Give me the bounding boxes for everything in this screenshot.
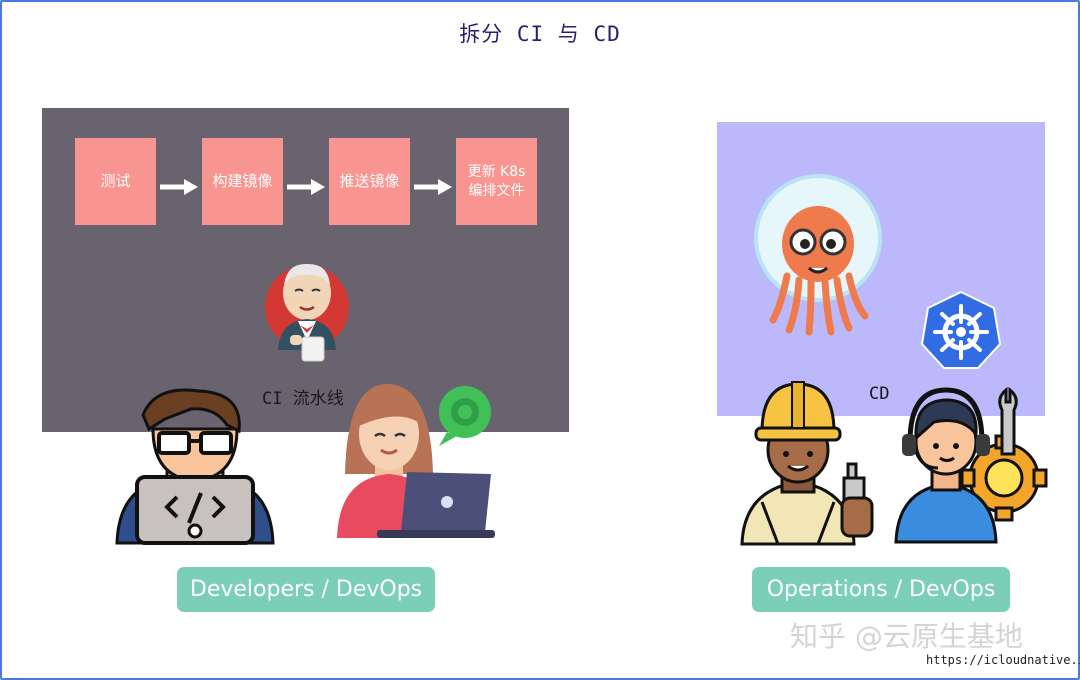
diagram-title: 拆分 CI 与 CD [459,22,621,46]
arrow-right-icon [287,179,325,195]
arrow-right-icon [160,179,198,195]
kubernetes-helm-icon [920,290,1002,369]
operations-support-avatar-icon [894,386,1048,544]
developer-laptop-avatar-icon [337,383,495,538]
developers-devops-badge: Developers / DevOps [177,567,435,612]
step-push-image: 推送镜像 [329,138,410,225]
watermark: 知乎 @云原生基地 [790,620,1023,653]
step-build-image: 构建镜像 [202,138,283,225]
jenkins-butler-icon [265,263,349,362]
operations-devops-badge: Operations / DevOps [752,567,1010,612]
developer-avatar-icon [115,388,275,545]
gear-icon [960,434,1048,522]
step-update-manifests: 更新 K8s 编排文件 [456,138,537,225]
step-test: 测试 [75,138,156,225]
operations-worker-avatar-icon [740,381,874,546]
cd-label: CD [869,384,890,404]
ci-pipeline-label: CI 流水线 [262,389,344,409]
arrow-right-icon [414,179,452,195]
argo-octopus-icon [754,174,882,336]
wrench-icon [998,386,1018,456]
source-url: https://icloudnative.io [926,653,1080,667]
